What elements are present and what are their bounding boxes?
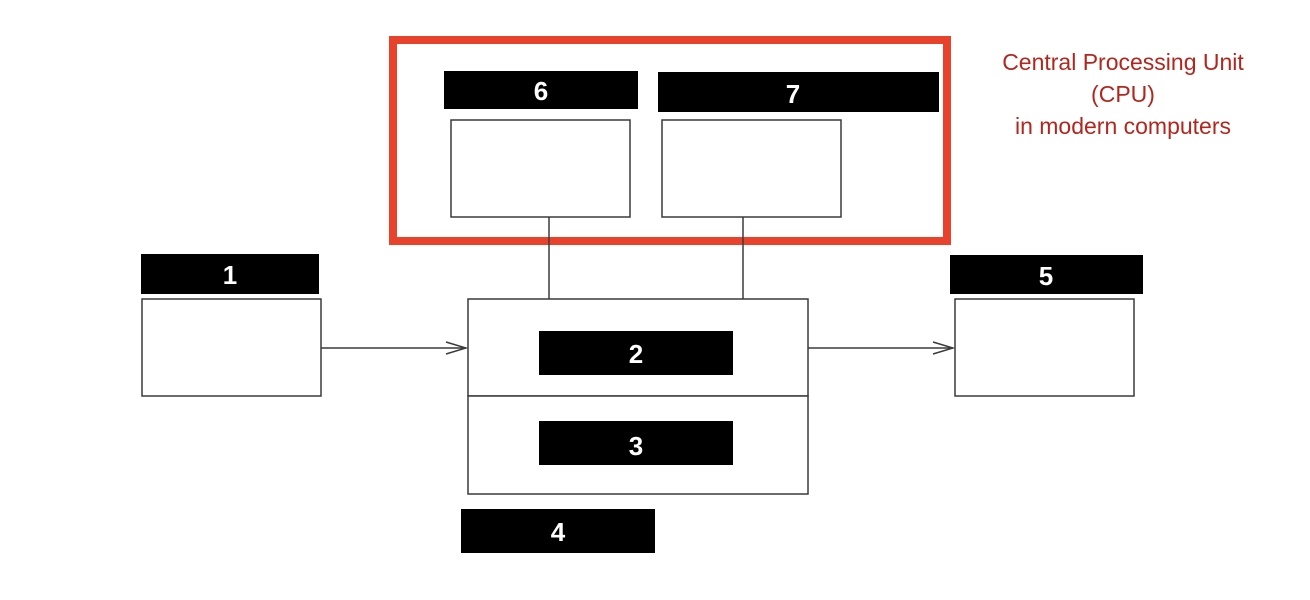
- box-7: [661, 119, 842, 218]
- label-7: 7: [786, 79, 800, 109]
- cpu-caption-line-2: (CPU): [1091, 81, 1155, 107]
- cpu-caption-line-1: Central Processing Unit: [1002, 49, 1244, 75]
- label-4-background: [461, 509, 655, 553]
- label-6-background: [444, 71, 638, 109]
- label-5: 5: [1039, 261, 1053, 291]
- label-2-background: [539, 331, 733, 375]
- label-1-background: [141, 254, 319, 294]
- label-6: 6: [534, 76, 548, 106]
- box-6: [450, 119, 631, 218]
- label-2: 2: [629, 339, 643, 369]
- label-1: 1: [223, 260, 237, 290]
- label-3: 3: [629, 431, 643, 461]
- cpu-highlight-frame: [389, 36, 951, 245]
- box-1: [141, 298, 322, 397]
- label-4: 4: [551, 517, 566, 547]
- box-5: [954, 298, 1135, 397]
- label-7-background: [658, 72, 939, 112]
- label-5-background: [950, 255, 1143, 294]
- label-3-background: [539, 421, 733, 465]
- cpu-caption-line-3: in modern computers: [1015, 113, 1231, 139]
